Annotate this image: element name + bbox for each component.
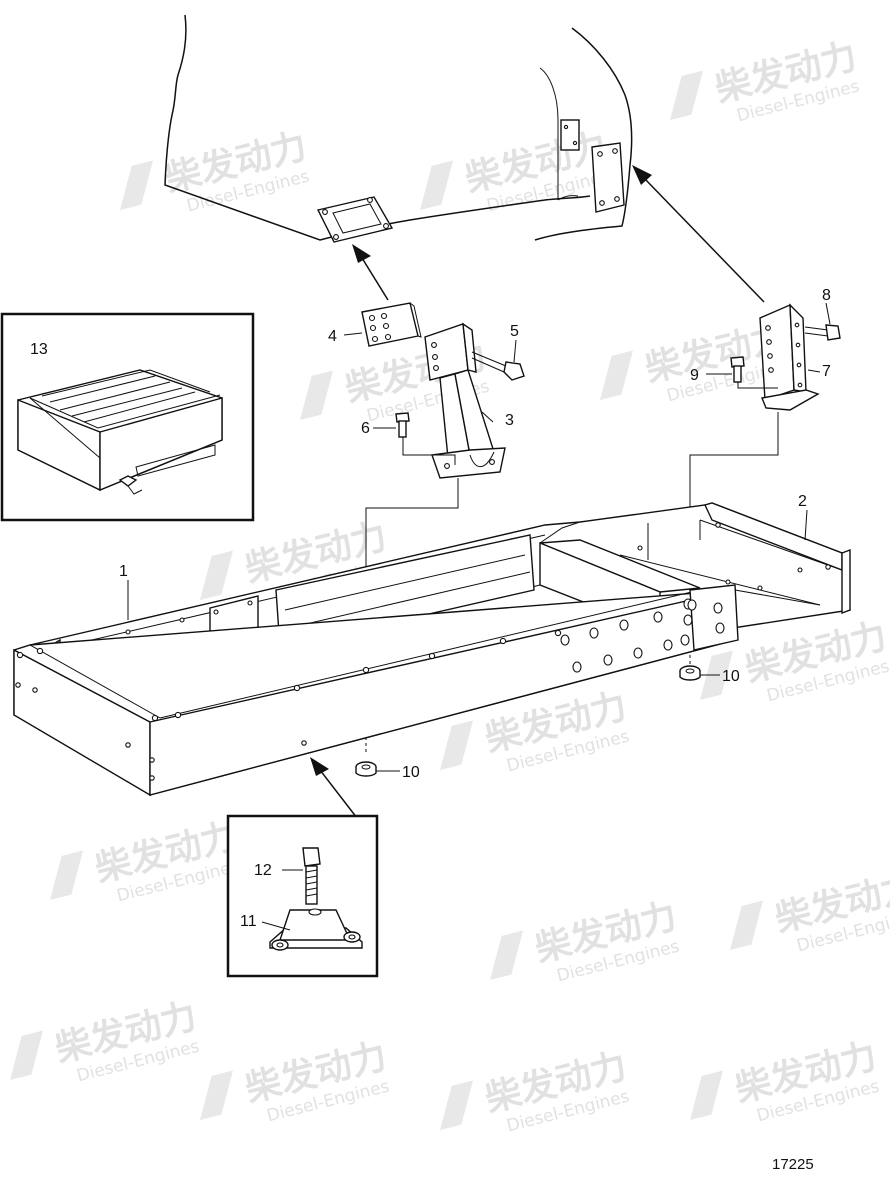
inset-11-12-panel [226,814,379,978]
watermark-logo-icon [50,850,84,900]
label-part-13: 13 [30,341,48,358]
part-10-nut-left [355,761,377,777]
watermark-logo-icon [690,1070,724,1120]
label-part-11: 11 [240,913,257,930]
label-part-1: 1 [119,563,128,580]
label-part-3: 3 [505,412,514,429]
watermark-logo-icon [490,930,524,980]
engine-outline [164,14,633,243]
watermark-logo-icon [670,70,704,120]
watermark-logo-icon [120,160,154,210]
watermark-tile: 柴发动力 Diesel-Engines [120,126,312,216]
watermark-logo-icon [420,160,454,210]
part-9-bolt [730,356,778,389]
part-7-right-bracket [759,303,820,411]
watermark-tile: 柴发动力 Diesel-Engines [690,1036,882,1126]
label-part-7: 7 [822,363,831,380]
drawing-reference-number: 17225 [772,1156,814,1173]
label-part-9: 9 [690,367,699,384]
label-part-6: 6 [361,420,370,437]
watermark-tile: 柴发动力 Diesel-Engines [10,996,202,1086]
label-part-8: 8 [822,287,831,304]
part-8-bolt [804,324,841,341]
part-10-nut-right [679,665,701,681]
base-frame [13,502,851,797]
part-3-left-bracket [424,322,506,479]
engine-left-mount-pad [316,196,394,243]
watermark-logo-icon [200,550,234,600]
part-5-bolt [471,351,525,381]
watermark-logo-icon [730,900,764,950]
arrow-head-icon [310,757,329,776]
label-part-5: 5 [510,323,519,340]
assembly-arrows [310,165,765,819]
watermark-tile: 柴发动力 Diesel-Engines [670,36,862,126]
watermark-tile: 柴发动力 Diesel-Engines [50,816,242,906]
watermark-logo-icon [600,350,634,400]
arrow-head-icon [352,244,371,263]
watermark-logo-icon [440,720,474,770]
engine-small-pad [560,119,580,151]
watermark-tile: 柴发动力 Diesel-Engines [490,896,682,986]
inset-13-panel [0,312,255,522]
watermark-tile: 柴发动力 Diesel-Engines [200,1036,392,1126]
part-4-plate [361,302,422,347]
arrow-head-icon [632,165,652,185]
label-part-12: 12 [254,862,272,879]
watermark-logo-icon [200,1070,234,1120]
watermark-logo-icon [10,1030,44,1080]
label-part-10-right: 10 [722,668,740,685]
watermark-tile: 柴发动力 Diesel-Engines [420,126,612,216]
engine-right-mount-pad [591,142,625,213]
part-6-bolt [395,412,456,465]
watermark-logo-icon [440,1080,474,1130]
leader-lines [127,302,831,931]
watermark-tile: 柴发动力 Diesel-Engines [730,866,890,956]
part-labels: 1 2 3 4 5 6 7 8 9 10 10 11 12 13 [30,287,831,930]
label-part-4: 4 [328,328,337,345]
watermark-logo-icon [300,370,334,420]
label-part-10-left: 10 [402,764,420,781]
label-part-2: 2 [798,493,807,510]
watermark-tile: 柴发动力 Diesel-Engines [440,1046,632,1136]
